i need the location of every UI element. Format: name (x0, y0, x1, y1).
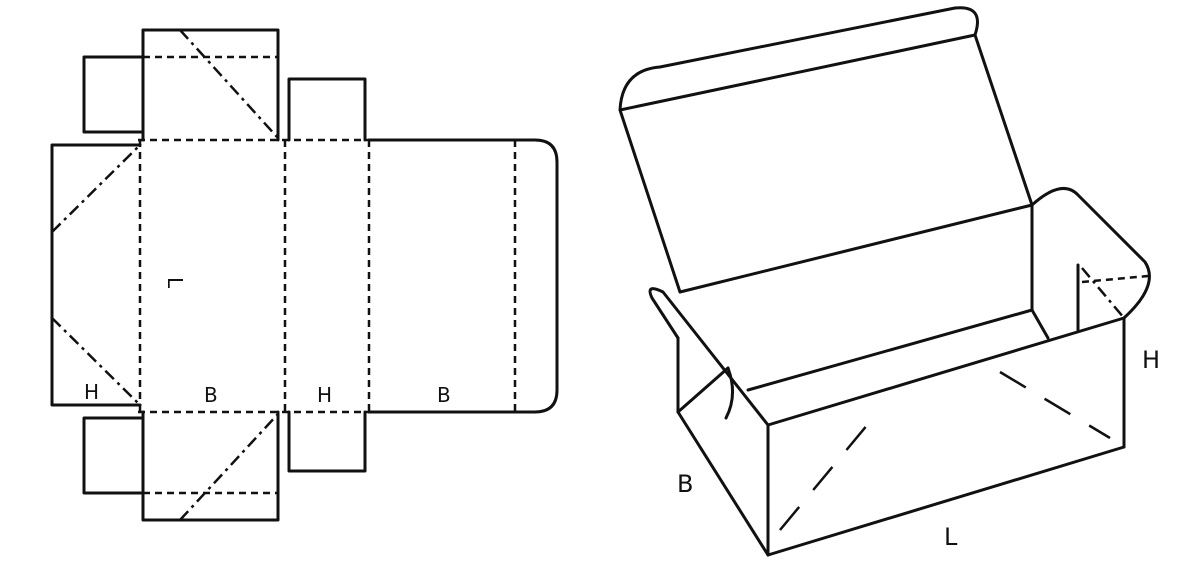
net-label-width-2: B (437, 383, 451, 407)
net-bottom-left-dust-flap (82, 416, 145, 495)
box-left-end-flap (724, 366, 734, 420)
assembled-box: H B L (618, 6, 1160, 557)
box-hidden-edge-left (779, 411, 879, 531)
box-right-flap-glue (1081, 267, 1125, 319)
net-top-right-dust-flap (287, 77, 367, 142)
net-top-left-dust-flap (82, 55, 145, 134)
box-bottom-front-edge (766, 445, 1126, 557)
box-inner-floor-right (1030, 308, 1050, 340)
flat-net: L H B H B (50, 28, 559, 522)
box-left-top-edge (676, 366, 730, 414)
box-left-dust-flap (648, 287, 770, 427)
net-label-length: L (163, 277, 187, 289)
net-left-end-panel (50, 143, 142, 407)
box-label-width: B (677, 470, 693, 498)
box-hidden-edge-right (999, 370, 1111, 440)
net-label-height-1: H (84, 380, 99, 404)
net-body-outline (367, 138, 559, 414)
box-lid-panel (618, 6, 1034, 294)
box-left-bottom-edge (676, 410, 770, 557)
net-bottom-right-dust-flap (287, 410, 367, 473)
box-front-top-edge (766, 316, 1126, 427)
box-lid-crease (618, 33, 977, 112)
net-top-end-flap-glue (179, 29, 279, 139)
net-label-height-2: H (317, 383, 332, 407)
box-inner-floor-back (746, 308, 1034, 392)
net-bottom-end-flap (141, 410, 280, 522)
net-left-glue-line-bottom (51, 317, 141, 406)
net-left-glue-line-top (51, 144, 141, 233)
box-back-top-edge (678, 203, 1034, 294)
net-top-end-flap (141, 28, 280, 142)
net-label-width-1: B (204, 383, 218, 407)
box-label-length: L (944, 523, 958, 551)
net-bottom-end-flap-glue (179, 413, 279, 521)
box-label-height: H (1142, 346, 1160, 374)
box-right-flap-fold (1081, 274, 1149, 284)
box-right-dust-flap (1030, 186, 1151, 320)
